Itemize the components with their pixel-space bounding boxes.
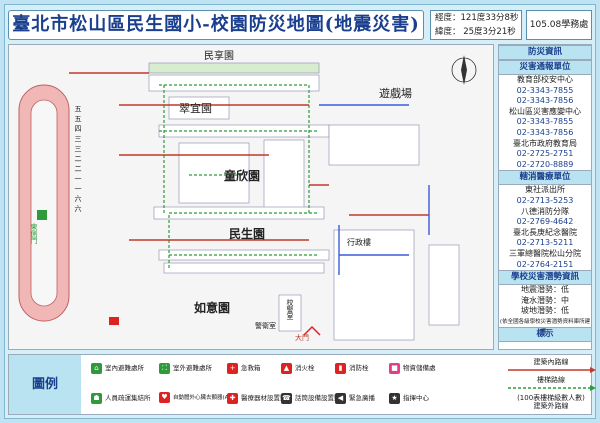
stair-routes — [163, 85, 310, 270]
fire-hydrant-icon: ▲ — [281, 362, 292, 374]
compass-needle-icon — [461, 55, 467, 85]
legend-item: +急救箱 — [227, 361, 261, 375]
outdoor-shelter-icon: ⛶ — [159, 362, 170, 374]
indoor-route-line-icon — [508, 367, 596, 373]
aed-icon: ♥ — [159, 392, 170, 403]
made-by-label: 105.08學務處製 — [526, 10, 592, 58]
report-item: 臺北市政府教育局 — [513, 138, 577, 148]
medical-item: 臺北長庚紀念醫院 — [513, 227, 577, 237]
report-item: 02-3343-7856 — [516, 127, 574, 137]
legend-item: ◀緊急廣播 — [335, 391, 375, 405]
medical-item: 02-2713-5253 — [516, 195, 574, 205]
campus-map-drawing — [18, 55, 477, 341]
minxiang-label: 民享園 — [204, 51, 234, 62]
medical-item: 02-2769-4642 — [516, 217, 574, 227]
campus-map: 民享園 翠宜園 童欣園 民生園 如意園 遊戲場 行政樓 校警室 警衛室 大門 五… — [8, 44, 494, 350]
medical-item: 02-2713-5211 — [516, 238, 574, 248]
mark-header: 標示 — [499, 327, 591, 343]
report-item: 02-3343-7855 — [516, 117, 574, 127]
first-aid-icon — [109, 317, 119, 325]
weiwei-label: 警衛室 — [255, 322, 276, 330]
route-outdoor: 建築外路線 — [533, 402, 569, 410]
risk-item: 坡地潛勢：低 — [521, 306, 569, 316]
outdoor-routes-red — [69, 72, 429, 241]
medical-header: 轄消醫療單位 — [499, 170, 591, 186]
legend-item: ■物資儲備處 — [389, 361, 436, 375]
east-building-top — [328, 124, 420, 166]
legend-item: ⌂室內避難處所 — [91, 361, 144, 375]
center-building — [178, 142, 250, 204]
east-gate-label: 東側門 — [30, 223, 38, 244]
guard-label: 校警室 — [286, 299, 294, 320]
longitude-text: 經度：121度33分8秒 — [435, 13, 519, 23]
medical-item: 三軍總醫院松山分院 — [509, 248, 581, 258]
main-door-label: 大門 — [295, 334, 309, 342]
legend-item: ☎話筒設備設置點 — [281, 392, 341, 404]
info-header: 防災資訊 — [499, 45, 591, 60]
east-wing — [263, 139, 305, 216]
legend-item: ⛶室外避難處所 — [159, 361, 212, 375]
report-item: 教育部校安中心 — [517, 75, 573, 84]
assembly-point-icon: ☗ — [91, 392, 102, 404]
report-item: 松山區災害應變中心 — [509, 106, 581, 116]
ruyi-label: 如意園 — [194, 301, 231, 315]
report-item: 02-2720-8889 — [516, 159, 574, 169]
risk-item: 淹水潛勢：中 — [521, 295, 569, 305]
east-annex — [428, 244, 460, 326]
map-title: 臺北市松山區民生國小-校園防災地圖(地震災害) — [8, 10, 424, 40]
medical-equipment-icon: ✚ — [227, 392, 238, 404]
outdoor-shelter-icon — [37, 210, 47, 220]
phone-icon: ☎ — [281, 392, 292, 404]
building-row-top — [148, 62, 320, 74]
medical-item: 東社派出所 — [525, 185, 565, 195]
medical-item: 02-2764-2151 — [516, 259, 574, 269]
first-aid-kit-icon: + — [227, 362, 238, 374]
supplies-icon: ■ — [389, 362, 400, 374]
disaster-info-panel: 防災資訊 災害通報單位 教育部校安中心 02-3343-7855 02-3343… — [498, 44, 592, 350]
route-stairs: 樓梯路線 (100表樓梯級數人數) — [501, 375, 600, 403]
road-label: 五五四三三二二一一六六 — [74, 105, 82, 215]
cuiwei-label: 翠宜園 — [179, 102, 212, 115]
report-item: 02-3343-7855 — [516, 85, 574, 95]
legend-item: ✚醫療器材設置點 — [227, 391, 287, 405]
main-gate-arrow-icon — [303, 325, 321, 336]
coordinates-box: 經度：121度33分8秒 緯度： 25度3分21秒 — [430, 10, 522, 40]
report-item: 02-2725-2751 — [516, 149, 574, 159]
risk-header: 學校災害潛勢資訊 — [499, 270, 591, 286]
admin-building — [333, 229, 415, 341]
classroom-row-1 — [148, 74, 320, 92]
minsheng-label: 民生園 — [229, 227, 266, 241]
broadcast-icon: ◀ — [335, 392, 346, 404]
route-indoor: 建築內路線 — [501, 357, 600, 375]
fire-extinguisher-icon: ▮ — [335, 362, 346, 374]
tongxin-label: 童欣園 — [224, 169, 261, 183]
command-center-icon: ★ — [389, 392, 400, 404]
legend-panel: 圖例 ⌂室內避難處所 ⛶室外避難處所 +急救箱 ▲消火栓 ▮消防栓 ■物資儲備處… — [8, 354, 596, 415]
report-item: 02-3343-7856 — [516, 96, 574, 106]
legend-item: ★指揮中心 — [389, 391, 429, 405]
indoor-shelter-icon: ⌂ — [91, 362, 102, 374]
stair-route-line-icon — [508, 385, 596, 391]
risk-item: 地震潛勢：低 — [521, 285, 569, 295]
outdoor-routes-blue — [319, 104, 430, 275]
cuiwei-building — [168, 96, 230, 120]
legend-item: ▲消火栓 — [281, 361, 315, 375]
legend-item: ☗人員疏運集結所 — [91, 391, 151, 405]
legend-item: ♥自動體外心臟去顫器(AED) — [159, 391, 238, 405]
legend-item: ▮消防栓 — [335, 361, 369, 375]
risk-note: (依全國各級學校災害潛勢資料庫所建置) — [499, 318, 591, 336]
track-infield — [30, 99, 58, 307]
medical-item: 八德消防分隊 — [521, 206, 569, 216]
report-header: 災害通報單位 — [499, 60, 591, 75]
xingzheng-label: 行政樓 — [347, 238, 371, 247]
guard-building — [278, 294, 302, 332]
indoor-routes — [159, 84, 319, 256]
legend-title: 圖例 — [9, 355, 81, 414]
classroom-row-5 — [163, 262, 325, 274]
playground-label: 遊戲場 — [379, 87, 412, 100]
latitude-text: 緯度： 25度3分21秒 — [435, 27, 516, 37]
